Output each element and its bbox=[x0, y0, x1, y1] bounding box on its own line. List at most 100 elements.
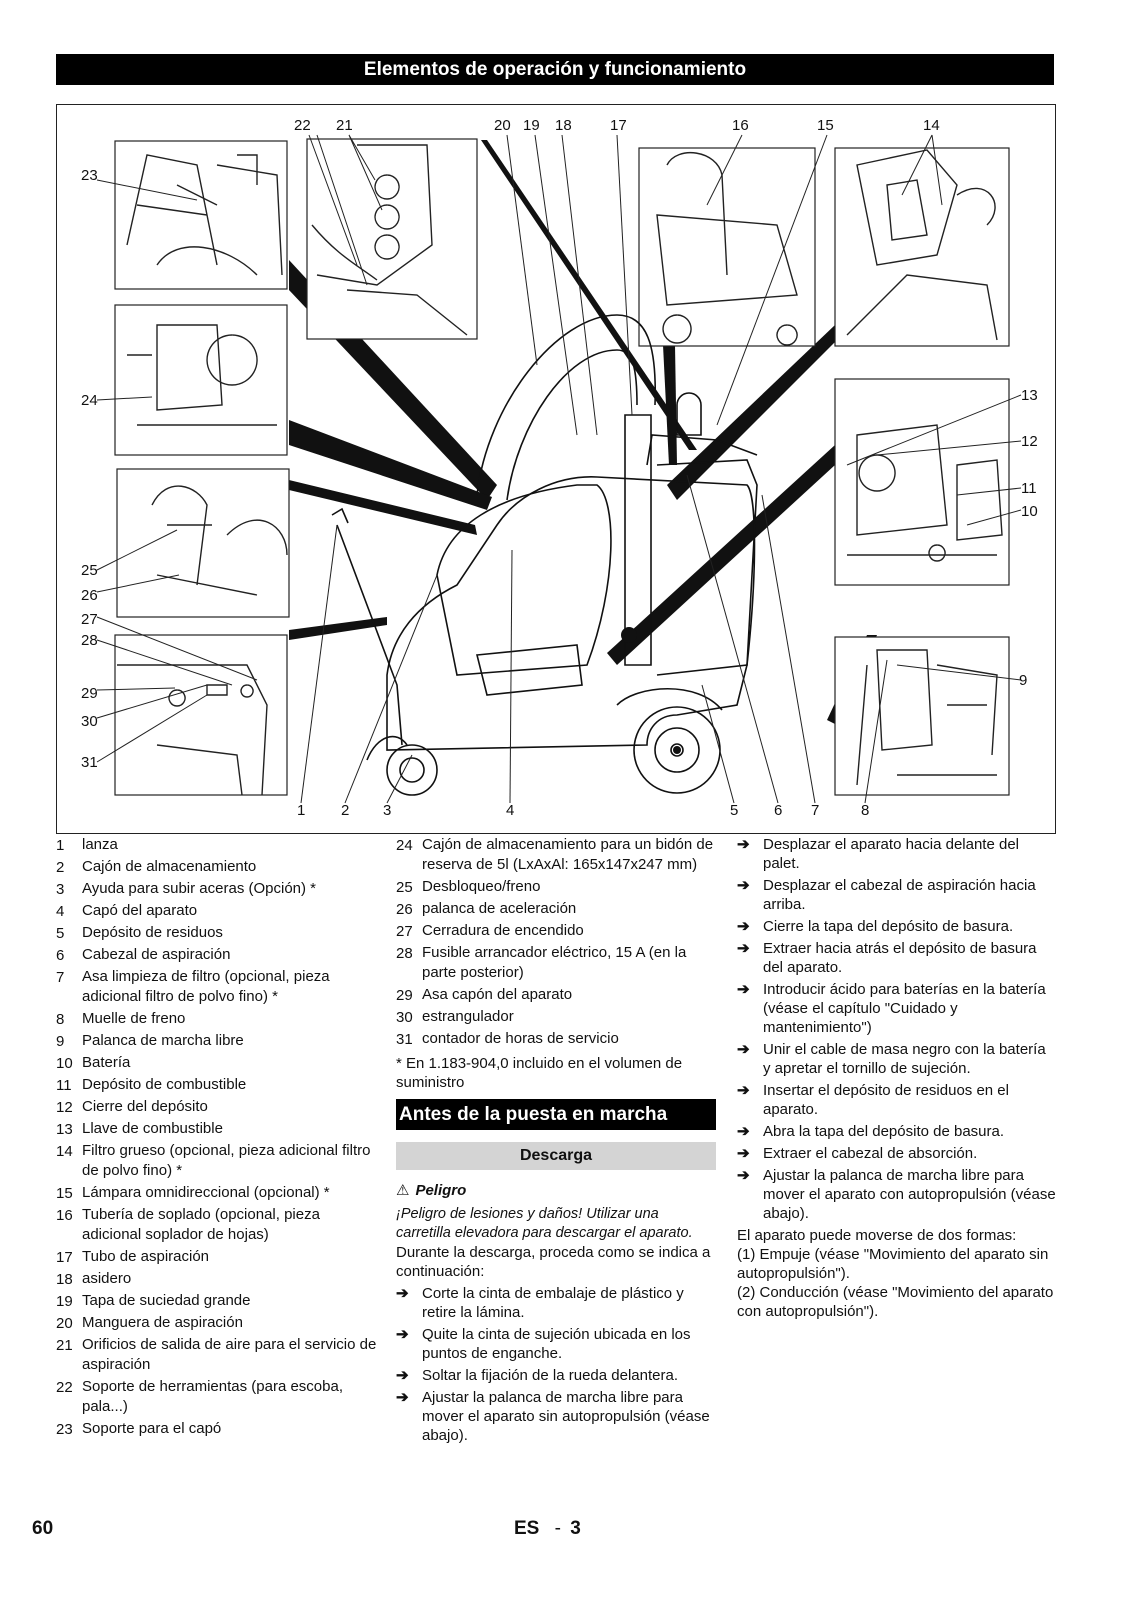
instruction-step: ➔Insertar el depósito de residuos en el … bbox=[737, 1082, 1009, 1118]
figure-label: 8 bbox=[861, 802, 870, 819]
figure-label: 1 bbox=[297, 802, 306, 819]
figure-label: 28 bbox=[81, 632, 98, 649]
figure-label: 11 bbox=[1021, 480, 1037, 497]
instruction-step: ➔Extraer hacia atrás el depósito de basu… bbox=[737, 940, 1037, 976]
figure-label: 9 bbox=[1019, 672, 1028, 689]
arrow-right-icon: ➔ bbox=[396, 1285, 409, 1302]
arrow-right-icon: ➔ bbox=[737, 836, 750, 853]
intro-text: Durante la descarga, proceda como se ind… bbox=[396, 1244, 711, 1280]
instruction-step: ➔Ajustar la palanca de marcha libre para… bbox=[737, 1167, 1056, 1222]
arrow-right-icon: ➔ bbox=[396, 1389, 409, 1406]
figure-label: 19 bbox=[523, 117, 540, 134]
figure-label: 4 bbox=[506, 802, 515, 819]
arrow-right-icon: ➔ bbox=[737, 1145, 750, 1162]
instruction-step: ➔Abra la tapa del depósito de basura. bbox=[737, 1123, 1005, 1140]
page-number: 60 bbox=[32, 1518, 54, 1539]
instruction-step: ➔Cierre la tapa del depósito de basura. bbox=[737, 918, 1014, 935]
subsection-title: Descarga bbox=[396, 1142, 716, 1170]
figure-label: 5 bbox=[730, 802, 739, 819]
figure-label: 21 bbox=[336, 117, 353, 134]
arrow-right-icon: ➔ bbox=[396, 1326, 409, 1343]
figure-label: 3 bbox=[383, 802, 392, 819]
instruction-step: ➔Extraer el cabezal de absorción. bbox=[737, 1145, 978, 1162]
figure-label: 26 bbox=[81, 587, 98, 604]
figure-label: 2 bbox=[341, 802, 350, 819]
arrow-right-icon: ➔ bbox=[396, 1367, 409, 1384]
section-title: Antes de la puesta en marcha bbox=[396, 1099, 716, 1130]
instruction-step: ➔Soltar la fijación de la rueda delanter… bbox=[396, 1367, 678, 1384]
arrow-right-icon: ➔ bbox=[737, 918, 750, 935]
figure-label: 23 bbox=[81, 167, 98, 184]
warning-heading: ⚠ Peligro bbox=[396, 1180, 716, 1202]
figure-label: 12 bbox=[1021, 433, 1038, 450]
instruction-step: ➔Desplazar el cabezal de aspiración haci… bbox=[737, 877, 1036, 913]
closing-text: El aparato puede moverse de dos formas: bbox=[737, 1227, 1017, 1244]
closing-text: (2) Conducción (véase "Movimiento del ap… bbox=[737, 1284, 1054, 1320]
instructions-column-3: ➔Desplazar el aparato hacia delante del … bbox=[737, 835, 1057, 1321]
figure-label: 20 bbox=[494, 117, 511, 134]
figure-label: 31 bbox=[81, 754, 98, 771]
figure-label: 13 bbox=[1021, 387, 1038, 404]
page-title: Elementos de operación y funcionamiento bbox=[56, 54, 1054, 85]
instruction-step: ➔Desplazar el aparato hacia delante del … bbox=[737, 836, 1020, 872]
warning-icon: ⚠ bbox=[396, 1182, 410, 1199]
instruction-step: ➔Corte la cinta de embalaje de plástico … bbox=[396, 1285, 684, 1321]
instruction-step: ➔Unir el cable de masa negro con la bate… bbox=[737, 1041, 1046, 1077]
figure-label: 10 bbox=[1021, 503, 1038, 520]
footnote: * En 1.183-904,0 incluido en el volumen … bbox=[396, 1055, 683, 1091]
instruction-step: ➔Quite la cinta de sujeción ubicada en l… bbox=[396, 1326, 691, 1362]
sub-page-number: 3 bbox=[570, 1518, 581, 1539]
language-label: ES bbox=[514, 1518, 540, 1539]
figure-label: 17 bbox=[610, 117, 627, 134]
arrow-right-icon: ➔ bbox=[737, 981, 750, 998]
warning-text: ¡Peligro de lesiones y daños! Utilizar u… bbox=[396, 1206, 693, 1241]
language-code: ES - 3 bbox=[514, 1518, 581, 1540]
figure-label: 27 bbox=[81, 611, 98, 628]
arrow-right-icon: ➔ bbox=[737, 1041, 750, 1058]
parts-diagram: 22 21 20 19 18 17 16 15 14 23 24 25 26 2… bbox=[56, 104, 1056, 834]
figure-label: 15 bbox=[817, 117, 834, 134]
arrow-right-icon: ➔ bbox=[737, 1167, 750, 1184]
figure-label: 6 bbox=[774, 802, 783, 819]
figure-label: 22 bbox=[294, 117, 311, 134]
instruction-step: ➔Introducir ácido para baterías en la ba… bbox=[737, 981, 1046, 1036]
arrow-right-icon: ➔ bbox=[737, 1082, 750, 1099]
figure-label: 30 bbox=[81, 713, 98, 730]
figure-label: 24 bbox=[81, 392, 98, 409]
closing-text: (1) Empuje (véase "Movimiento del aparat… bbox=[737, 1246, 1049, 1282]
arrow-right-icon: ➔ bbox=[737, 940, 750, 957]
warning-label: Peligro bbox=[415, 1182, 467, 1199]
figure-label: 7 bbox=[811, 802, 820, 819]
instruction-step: ➔Ajustar la palanca de marcha libre para… bbox=[396, 1389, 710, 1444]
